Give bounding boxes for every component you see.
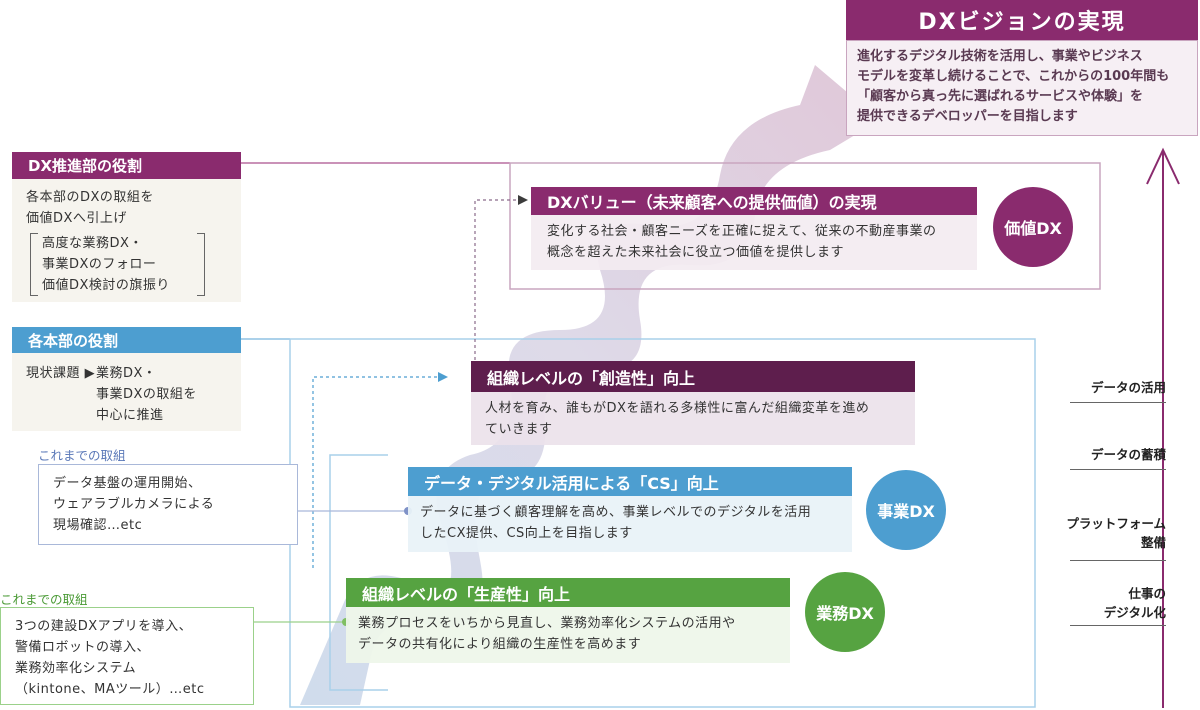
dx-dept-title: DX推進部の役割: [12, 152, 241, 179]
dx-dept-sub-line: 高度な業務DX・: [42, 236, 143, 251]
axis-level-divider: [1070, 560, 1166, 561]
axis-level-label: プラットフォーム 整備: [1066, 516, 1166, 550]
cs-line: したCX提供、CS向上を目指します: [420, 526, 633, 541]
axis-level-divider: [1070, 402, 1166, 403]
dx-dept-body: 各本部のDXの取組を 価値DXへ引上げ 高度な業務DX・ 事業DXのフォロー 価…: [12, 179, 241, 302]
past-data-line: ウェアラブルカメラによる: [53, 497, 215, 512]
dotted-to-value: [474, 199, 520, 360]
value-dx-body: 変化する社会・顧客ニーズを正確に捉えて、従来の不動産事業の 概念を超えた未来社会…: [531, 215, 977, 270]
dotted-to-creativity-head: [438, 372, 448, 382]
productivity-body: 業務プロセスをいちから見直し、業務効率化システムの活用や データの共有化により組…: [346, 607, 790, 663]
past-data-caption: これまでの取組: [38, 448, 126, 463]
dx-dept-sub-bracket: 高度な業務DX・ 事業DXのフォロー 価値DX検討の旗振り: [26, 233, 227, 296]
dx-dept-sub-line: 事業DXのフォロー: [42, 257, 157, 272]
dotted-to-value-head: [518, 195, 528, 205]
bu-line: 業務DX・: [96, 366, 157, 381]
past-ops-line: （kintone、MAツール）…etc: [15, 682, 205, 697]
cs-body: データに基づく顧客理解を高め、事業レベルでのデジタルを活用 したCX提供、CS向…: [408, 496, 852, 552]
past-ops-line: 業務効率化システム: [15, 661, 137, 676]
past-ops-line: 3つの建設DXアプリを導入、: [15, 619, 193, 634]
creativity-title: 組織レベルの「創造性」向上: [471, 361, 915, 392]
bu-line: 事業DXの取組を: [96, 387, 197, 402]
value-dx-line: 概念を超えた未来社会に役立つ価値を提供します: [547, 245, 845, 260]
value-dx-badge: 価値DX: [993, 187, 1073, 267]
vision-line: 進化するデジタル技術を活用し、事業やビジネス: [857, 49, 1143, 64]
axis-level-label: 仕事の デジタル化: [1103, 586, 1166, 620]
vision-line: モデルを変革し続けることで、これからの100年間も: [857, 69, 1170, 84]
dx-dept-line: 価値DXへ引上げ: [26, 211, 127, 226]
creativity-line: ていきます: [485, 422, 553, 437]
productivity-line: データの共有化により組織の生産性を高めます: [358, 637, 642, 652]
dx-dept-line: 各本部のDXの取組を: [26, 190, 154, 205]
bu-label: 現状課題 ▶: [26, 366, 96, 381]
value-frame: [509, 162, 1101, 290]
past-ops-box: 3つの建設DXアプリを導入、 警備ロボットの導入、 業務効率化システム （kin…: [0, 607, 254, 705]
axis-level-divider: [1070, 625, 1166, 626]
vision-line: 「顧客から真っ先に選ばれるサービスや体験」を: [857, 89, 1144, 104]
dx-dept-sub-line: 価値DX検討の旗振り: [42, 278, 170, 293]
past-data-box: データ基盤の運用開始、 ウェアラブルカメラによる 現場確認…etc: [38, 464, 298, 545]
cs-line: データに基づく顧客理解を高め、事業レベルでのデジタルを活用: [420, 505, 812, 520]
productivity-title: 組織レベルの「生産性」向上: [346, 578, 790, 607]
vision-body: 進化するデジタル技術を活用し、事業やビジネス モデルを変革し続けることで、これか…: [846, 40, 1198, 136]
cs-badge: 事業DX: [866, 470, 946, 550]
axis-level-label: データの活用: [1090, 380, 1166, 395]
axis-arrowhead: [1146, 147, 1180, 185]
past-data-line: 現場確認…etc: [53, 518, 143, 533]
creativity-body: 人材を育み、誰もがDXを語れる多様性に富んだ組織変革を進め ていきます: [471, 392, 915, 445]
cs-bracket: [329, 454, 388, 691]
vision-title: DXビジョンの実現: [846, 0, 1198, 40]
bu-title: 各本部の役割: [12, 327, 241, 353]
productivity-badge: 業務DX: [805, 572, 885, 652]
vision-line: 提供できるデベロッパーを目指します: [857, 109, 1078, 124]
axis-level-label: データの蓄積: [1090, 447, 1166, 462]
value-dx-line: 変化する社会・顧客ニーズを正確に捉えて、従来の不動産事業の: [547, 224, 937, 239]
productivity-line: 業務プロセスをいちから見直し、業務効率化システムの活用や: [358, 616, 736, 631]
axis-level-divider: [1070, 469, 1166, 470]
bu-body: 現状課題 ▶ 業務DX・ 事業DXの取組を 中心に推進: [12, 353, 241, 431]
creativity-line: 人材を育み、誰もがDXを語れる多様性に富んだ組織変革を進め: [485, 401, 870, 416]
past-data-line: データ基盤の運用開始、: [53, 476, 202, 491]
value-dx-title: DXバリュー（未来顧客への提供価値）の実現: [531, 187, 977, 215]
cs-title: データ・デジタル活用による「CS」向上: [408, 467, 852, 496]
past-ops-line: 警備ロボットの導入、: [15, 640, 151, 655]
bu-line: 中心に推進: [96, 408, 164, 423]
past-ops-caption: これまでの取組: [0, 592, 88, 607]
